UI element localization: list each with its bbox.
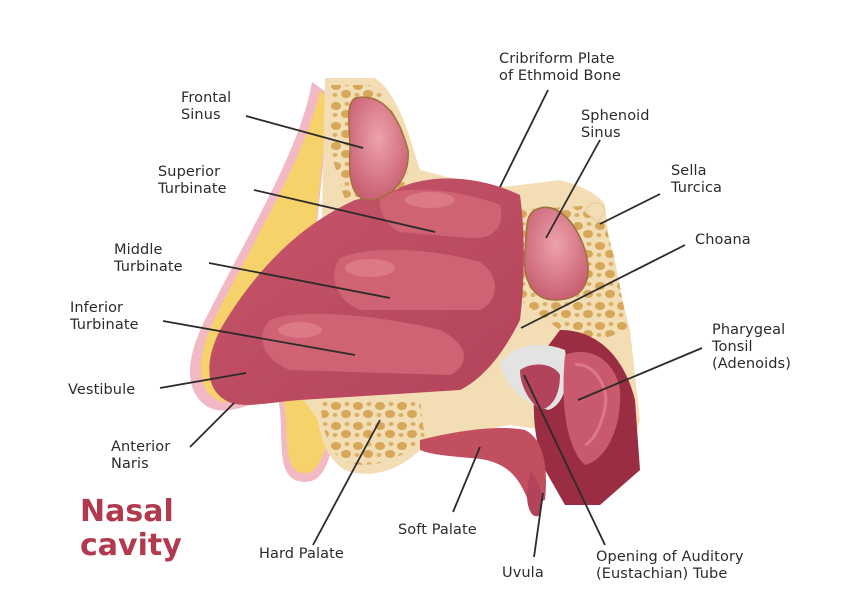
label-middle-turbinate: Middle Turbinate [114,242,183,275]
leader-sella-turcica [599,193,661,225]
leader-vestibule [159,372,247,389]
frontal-sinus-shape [348,96,409,201]
leader-anterior-naris [189,402,235,448]
label-sphenoid-sinus: Sphenoid Sinus [581,108,650,141]
leader-hard-palate [312,419,381,546]
leader-sphenoid-sinus [545,139,601,239]
leader-choana [520,244,686,329]
auditory-tube-shape [500,345,567,410]
label-choana: Choana [695,232,751,248]
label-hard-palate: Hard Palate [259,546,344,562]
leader-inferior-turbinate [162,320,356,356]
label-frontal-sinus: Frontal Sinus [181,90,232,123]
leader-pharyngeal-tonsil [577,347,703,401]
label-pharyngeal-tonsil: Pharygeal Tonsil (Adenoids) [712,322,791,372]
leader-cribriform-plate [499,89,549,188]
leader-uvula [533,492,544,558]
soft-palate-shape [420,428,546,505]
label-auditory-tube: Opening of Auditory (Eustachian) Tube [596,549,744,582]
leader-middle-turbinate [208,262,391,299]
nasal-cavity-tissue [209,178,524,405]
leader-lines [159,89,703,558]
leader-auditory-tube [523,374,606,546]
label-superior-turbinate: Superior Turbinate [158,164,227,197]
leader-soft-palate [452,446,481,513]
leader-frontal-sinus [245,115,364,149]
label-uvula: Uvula [502,565,544,581]
label-cribriform-plate: Cribriform Plate of Ethmoid Bone [499,51,621,84]
label-anterior-naris: Anterior Naris [111,439,171,472]
diagram-title: Nasal cavity [80,494,182,563]
label-vestibule: Vestibule [68,382,136,398]
sphenoid-sinus-shape [523,206,589,301]
leader-superior-turbinate [253,189,436,233]
label-soft-palate: Soft Palate [398,522,477,538]
uvula-shape [527,470,542,517]
adenoids-shape [563,351,621,465]
label-sella-turcica: Sella Turcica [671,163,723,196]
label-inferior-turbinate: Inferior Turbinate [70,300,139,333]
